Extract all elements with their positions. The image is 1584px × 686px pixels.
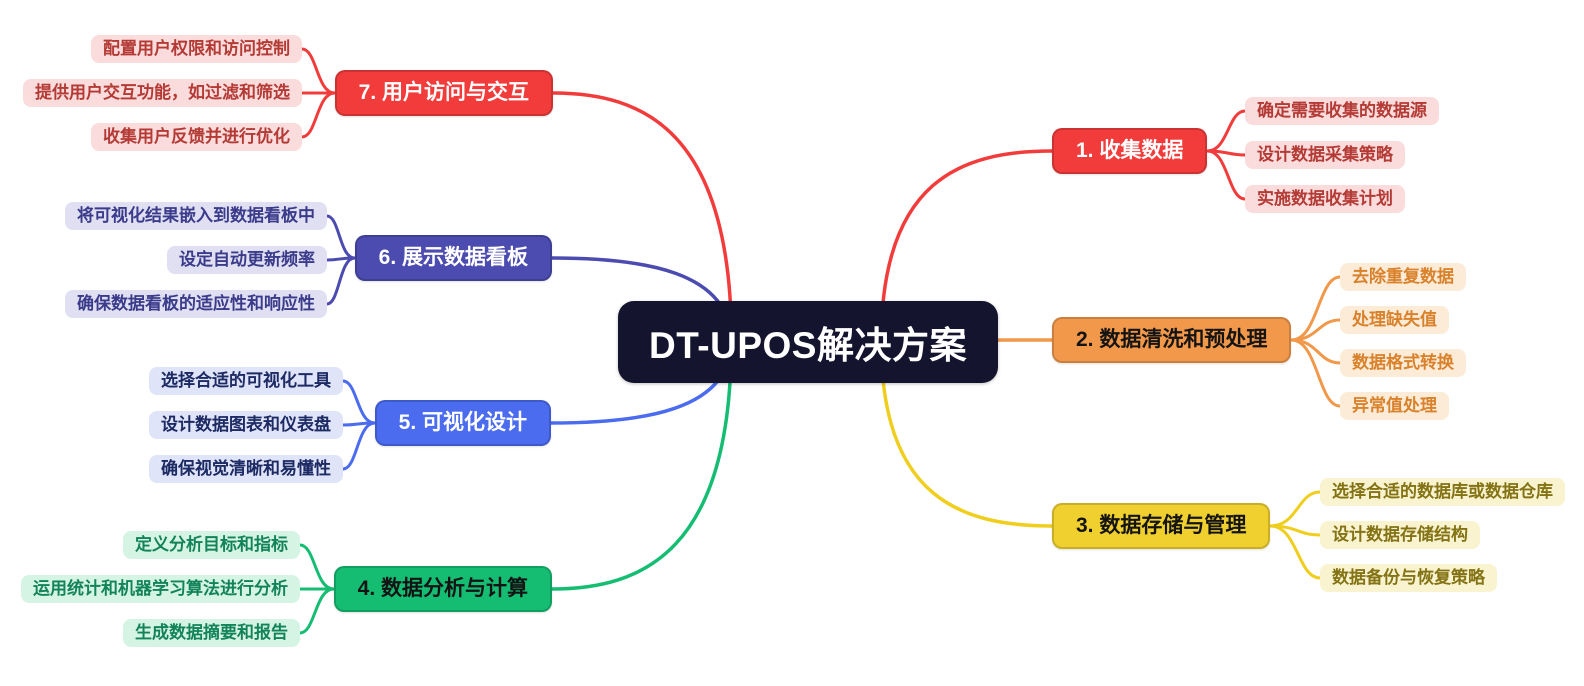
subtopic[interactable]: 异常值处理	[1340, 392, 1449, 420]
subtopic[interactable]: 确定需要收集的数据源	[1245, 97, 1439, 125]
subtopic[interactable]: 设计数据采集策略	[1245, 141, 1405, 169]
subtopic[interactable]: 配置用户权限和访问控制	[91, 35, 302, 63]
subtopic[interactable]: 处理缺失值	[1340, 306, 1449, 334]
subtopic[interactable]: 实施数据收集计划	[1245, 185, 1405, 213]
subtopic[interactable]: 选择合适的数据库或数据仓库	[1320, 478, 1565, 506]
subtopic[interactable]: 确保视觉清晰和易懂性	[149, 455, 343, 483]
subtopic[interactable]: 选择合适的可视化工具	[149, 367, 343, 395]
subtopic[interactable]: 确保数据看板的适应性和响应性	[65, 290, 327, 318]
subtopic[interactable]: 运用统计和机器学习算法进行分析	[21, 575, 300, 603]
central-topic[interactable]: DT-UPOS解决方案	[618, 301, 998, 383]
subtopic[interactable]: 设计数据图表和仪表盘	[149, 411, 343, 439]
subtopic[interactable]: 将可视化结果嵌入到数据看板中	[65, 202, 327, 230]
branch-node-data-cleaning[interactable]: 2. 数据清洗和预处理	[1052, 317, 1292, 363]
branch-node-dashboard-display[interactable]: 6. 展示数据看板	[354, 235, 552, 281]
subtopic[interactable]: 去除重复数据	[1340, 263, 1466, 291]
subtopic[interactable]: 生成数据摘要和报告	[123, 619, 300, 647]
subtopic[interactable]: 提供用户交互功能，如过滤和筛选	[23, 79, 302, 107]
subtopic[interactable]: 数据备份与恢复策略	[1320, 564, 1497, 592]
subtopic[interactable]: 定义分析目标和指标	[123, 531, 300, 559]
branch-node-visualization-design[interactable]: 5. 可视化设计	[374, 400, 551, 446]
branch-node-data-analysis[interactable]: 4. 数据分析与计算	[333, 566, 552, 612]
subtopic[interactable]: 数据格式转换	[1340, 349, 1466, 377]
subtopic[interactable]: 收集用户反馈并进行优化	[91, 123, 302, 151]
branch-node-collect-data[interactable]: 1. 收集数据	[1052, 128, 1208, 174]
subtopic[interactable]: 设计数据存储结构	[1320, 521, 1480, 549]
subtopic[interactable]: 设定自动更新频率	[167, 246, 327, 274]
branch-node-data-storage[interactable]: 3. 数据存储与管理	[1052, 503, 1271, 549]
branch-node-user-access[interactable]: 7. 用户访问与交互	[334, 70, 553, 116]
